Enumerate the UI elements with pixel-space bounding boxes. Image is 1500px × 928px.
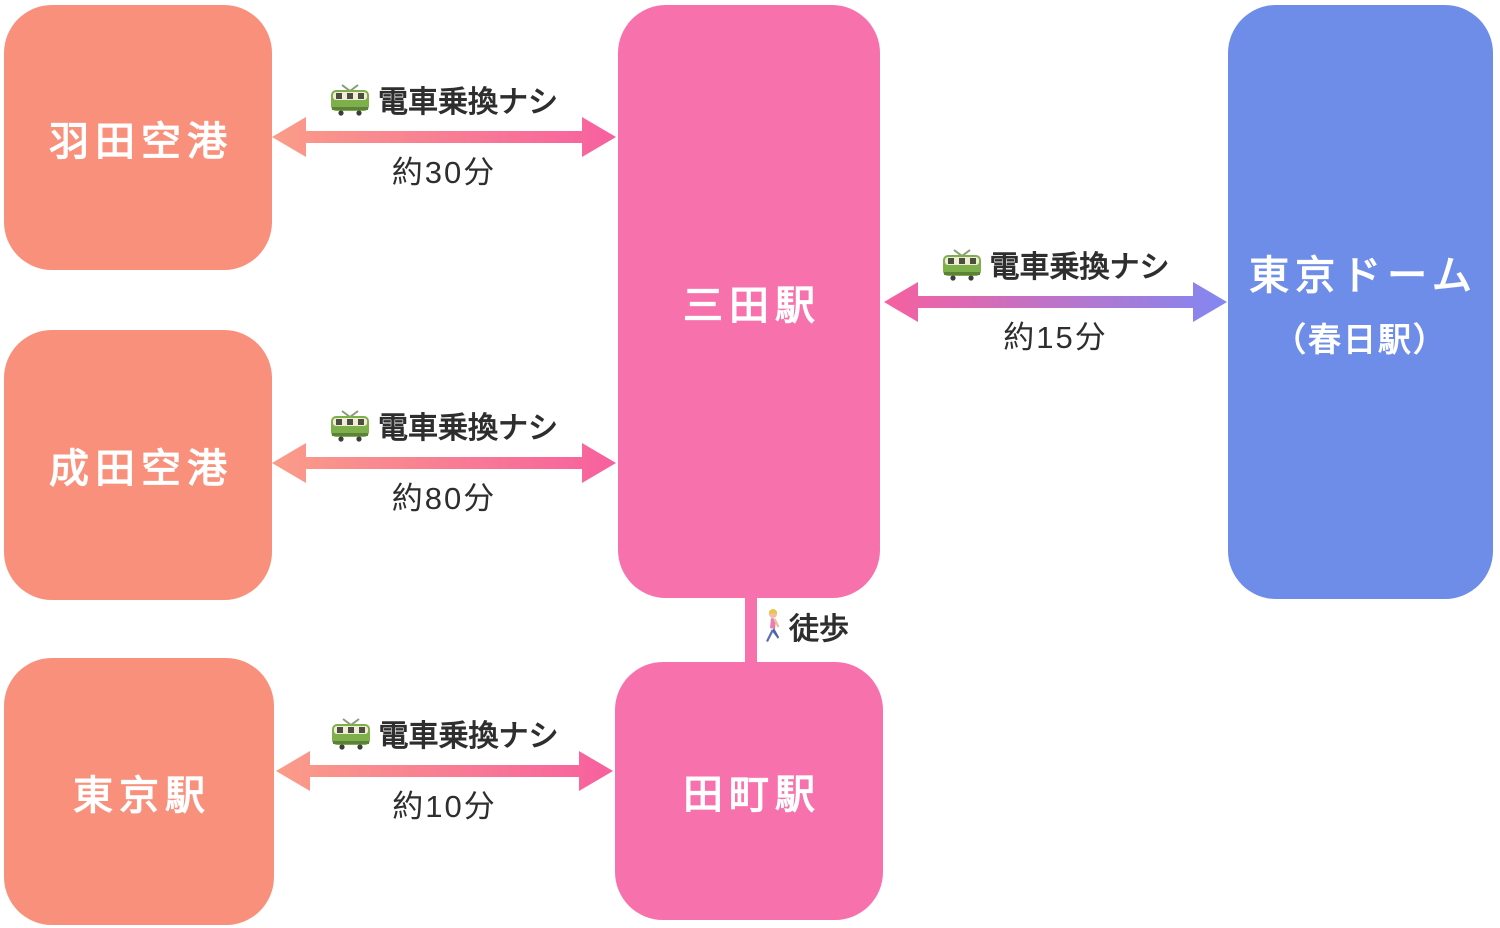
node-sublabel: （春日駅） <box>1273 321 1448 358</box>
arrow-haneda-mita <box>272 117 616 157</box>
duration-label: 約10分 <box>392 788 497 824</box>
train-icon <box>942 249 981 281</box>
arrow-narita-mita <box>272 443 616 483</box>
node-narita-airport: 成田空港 <box>4 330 272 600</box>
mode-label: 電車乗換ナシ <box>989 251 1170 284</box>
train-icon <box>331 84 369 116</box>
duration-label: 約80分 <box>391 480 497 516</box>
duration-label: 約15分 <box>1003 319 1108 355</box>
node-label: 羽田空港 <box>49 119 233 164</box>
walk-connector-mita-tamachi <box>745 598 757 662</box>
node-label: 三田駅 <box>683 283 821 328</box>
node-label: 田町駅 <box>683 773 821 817</box>
node-mita-station: 三田駅 <box>618 5 880 598</box>
edge-label-tokyo-station-tamachi: 電車乗換ナシ <box>276 713 613 753</box>
edge-label-narita-mita: 電車乗換ナシ <box>272 405 616 445</box>
mode-label: 電車乗換ナシ <box>378 86 558 119</box>
train-icon <box>331 718 370 750</box>
node-tamachi-station: 田町駅 <box>615 662 883 920</box>
duration-haneda-mita: 約30分 <box>272 149 616 190</box>
mode-label: 電車乗換ナシ <box>378 720 559 753</box>
walk-label: 徒歩 <box>762 608 849 646</box>
node-label: 成田空港 <box>49 447 233 491</box>
arrow-mita-tokyo-dome <box>884 282 1227 322</box>
node-tokyo-dome: 東京ドーム （春日駅） <box>1228 5 1493 599</box>
duration-narita-mita: 約80分 <box>272 475 616 516</box>
node-label: 東京ドーム <box>1249 254 1478 298</box>
train-icon <box>331 410 369 442</box>
mode-label: 徒歩 <box>789 613 849 646</box>
node-tokyo-station: 東京駅 <box>4 658 274 925</box>
mode-label: 電車乗換ナシ <box>378 412 558 445</box>
duration-tokyo-station-tamachi: 約10分 <box>276 783 613 824</box>
duration-mita-tokyo-dome: 約15分 <box>884 314 1227 355</box>
edge-label-mita-tokyo-dome: 電車乗換ナシ <box>884 244 1227 284</box>
node-label: 東京駅 <box>73 773 211 818</box>
pedestrian-icon <box>766 609 780 642</box>
arrow-tokyo-station-tamachi <box>276 751 613 791</box>
edge-label-haneda-mita: 電車乗換ナシ <box>272 79 616 119</box>
duration-label: 約30分 <box>391 154 497 190</box>
node-haneda-airport: 羽田空港 <box>4 5 272 270</box>
